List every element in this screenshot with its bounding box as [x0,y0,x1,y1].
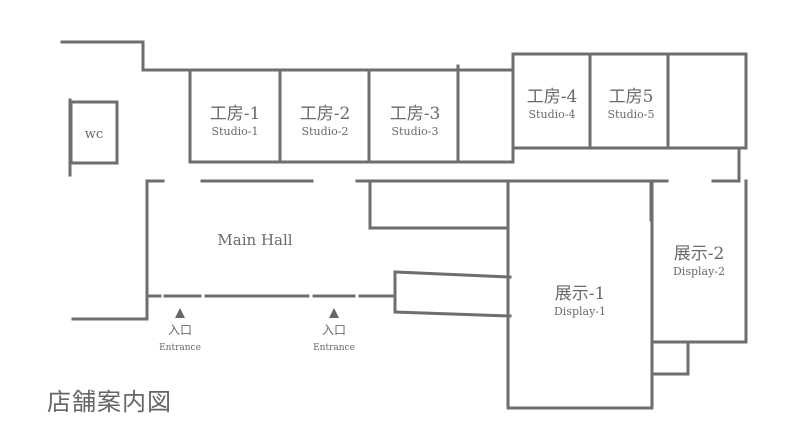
display-1-jp: 展示-1 [554,284,606,304]
display-2-en: Display-2 [672,265,726,278]
studio-5-jp: 工房5 [608,87,654,107]
entrance-arrow-icon [175,308,185,318]
display-2-jp: 展示-2 [673,244,725,264]
wc-label: wc [84,127,104,142]
walls [60,40,748,410]
main-hall-label: Main Hall [217,231,293,249]
studio-1-en: Studio-1 [211,125,259,138]
studio-5-en: Studio-5 [607,108,655,121]
studio-4-en: Studio-4 [528,108,576,121]
display-1-en: Display-1 [553,305,607,318]
entrance-1-en: Entrance [159,343,201,353]
entrance-2-en: Entrance [313,343,355,353]
studio-3-en: Studio-3 [391,125,439,138]
studio-3-jp: 工房-3 [389,104,441,124]
studio-4-jp: 工房-4 [526,87,578,107]
entrance-1-jp: 入口 [167,323,193,337]
studio-2-jp: 工房-2 [299,104,351,124]
entrance-arrow-icon [329,308,339,318]
studio-1-jp: 工房-1 [209,104,261,124]
map-title: 店舗案内図 [47,388,172,416]
entrance-2-jp: 入口 [321,323,347,337]
studio-2-en: Studio-2 [301,125,349,138]
